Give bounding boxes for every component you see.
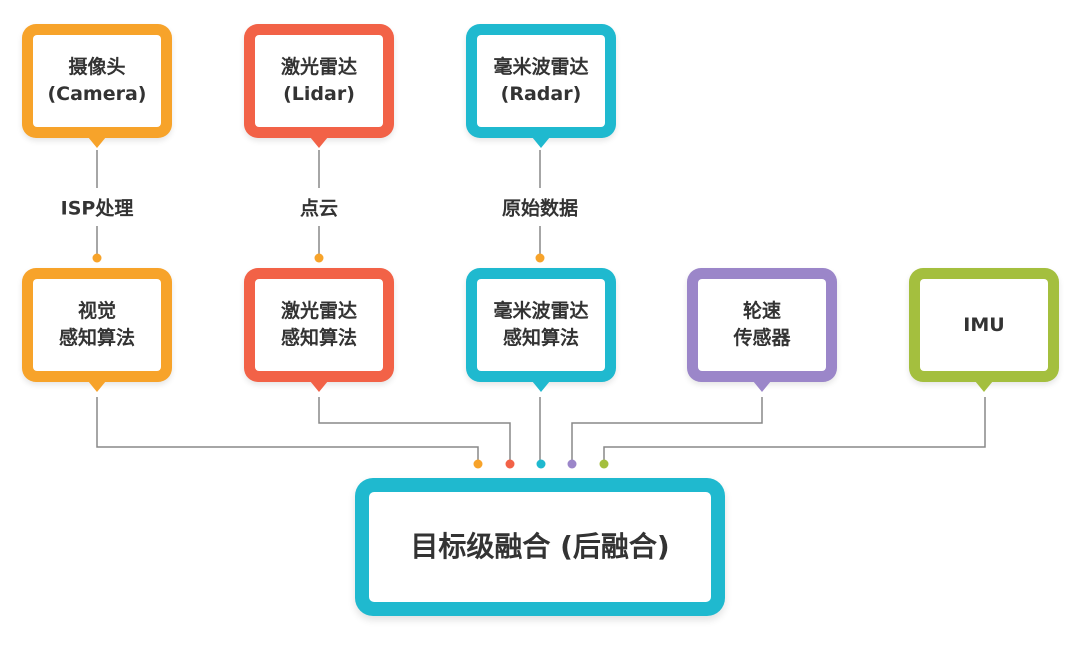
dot-vision [473, 459, 483, 469]
lidar-source-card: 激光雷达 (Lidar) [244, 24, 394, 148]
wheel-speed-sensor-card: 轮速 传感器 [687, 268, 837, 392]
isp-processing-label: ISP处理 [54, 191, 140, 223]
radar-title: 毫米波雷达 [493, 56, 589, 78]
connector-wheel-to-fusion [571, 397, 763, 462]
lidar-perception-line-1: 激光雷达 [280, 300, 357, 322]
imu-pointer [975, 381, 993, 392]
fusion-title: 目标级融合 [410, 530, 551, 563]
camera-title: 摄像头 [68, 56, 126, 78]
dot-radar [536, 459, 546, 469]
dot-lidar [505, 459, 515, 469]
camera-subtitle: (Camera) [47, 83, 147, 105]
dot-imu [599, 459, 609, 469]
dot-rawdata [535, 253, 545, 263]
radar-algo-pointer [532, 381, 550, 392]
radar-subtitle: (Radar) [500, 83, 582, 105]
wheel-speed-line-2: 传感器 [733, 327, 791, 349]
raw-data-label: 原始数据 [495, 191, 585, 223]
vision-perception-card: 视觉 感知算法 [22, 268, 172, 392]
radar-pointer [532, 137, 550, 148]
wheel-speed-line-1: 轮速 [742, 300, 781, 322]
connector-vision-to-fusion [96, 397, 479, 462]
radar-perception-line-2: 感知算法 [502, 327, 579, 349]
lidar-perception-line-2: 感知算法 [280, 327, 357, 349]
connector-lidar-to-fusion [318, 397, 511, 462]
radar-perception-line-1: 毫米波雷达 [493, 300, 589, 322]
target-level-fusion-card: 目标级融合 (后融合) [355, 478, 725, 616]
radar-source-card: 毫米波雷达 (Radar) [466, 24, 616, 148]
dot-isp [92, 253, 102, 263]
lidar-algo-pointer [310, 381, 328, 392]
fusion-subtitle: (后融合) [560, 530, 670, 563]
camera-pointer [88, 137, 106, 148]
wheel-speed-pointer [753, 381, 771, 392]
point-cloud-label: 点云 [293, 191, 345, 223]
camera-source-card: 摄像头 (Camera) [22, 24, 172, 148]
vision-perception-line-1: 视觉 [77, 300, 116, 322]
lidar-title: 激光雷达 [280, 56, 357, 78]
connector-imu-to-fusion [603, 397, 986, 462]
imu-card: IMU [909, 268, 1059, 392]
dot-wheel [567, 459, 577, 469]
vision-pointer [88, 381, 106, 392]
vision-perception-line-2: 感知算法 [58, 327, 135, 349]
lidar-subtitle: (Lidar) [283, 83, 355, 105]
dot-pointcloud [314, 253, 324, 263]
imu-label: IMU [963, 313, 1005, 336]
radar-perception-card: 毫米波雷达 感知算法 [466, 268, 616, 392]
lidar-pointer [310, 137, 328, 148]
lidar-perception-card: 激光雷达 感知算法 [244, 268, 394, 392]
